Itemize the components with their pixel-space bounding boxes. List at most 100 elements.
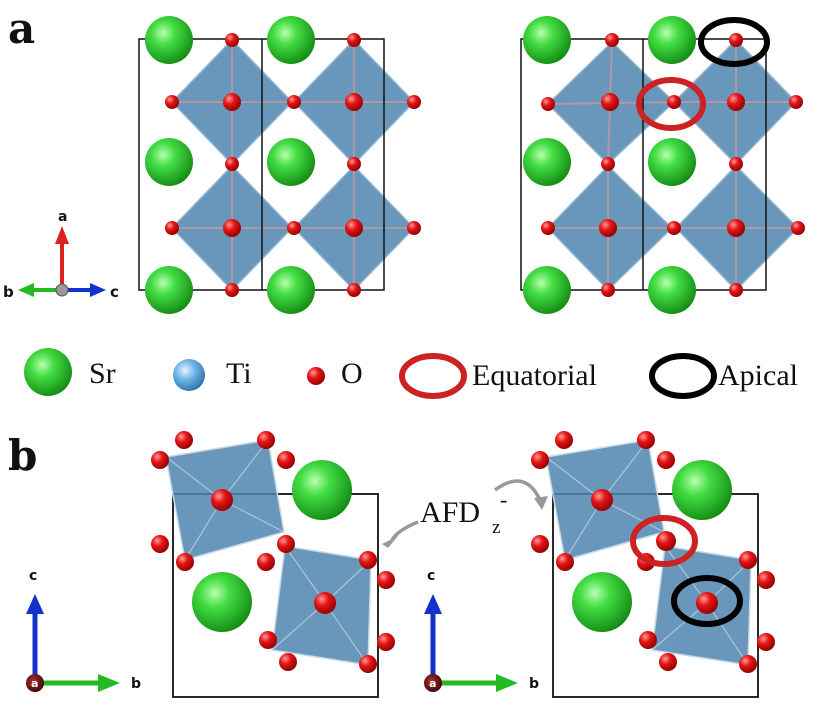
red-ring-icon xyxy=(399,353,467,399)
o-atom xyxy=(637,431,655,449)
o-atom xyxy=(165,95,179,109)
legend-label-apical: Apical xyxy=(718,359,798,392)
sr-atom xyxy=(292,460,352,520)
o-atom xyxy=(151,451,169,469)
panel-a-structure-left xyxy=(138,16,421,314)
o-atom xyxy=(345,219,363,237)
axis-label-b: b xyxy=(529,676,539,692)
o-atom xyxy=(151,535,169,553)
sr-atom xyxy=(523,16,571,64)
panel-b-structure-right xyxy=(531,431,775,698)
arrow-head-left xyxy=(382,536,398,548)
o-atom xyxy=(727,93,745,111)
o-atom xyxy=(407,221,421,235)
sr-atom xyxy=(523,266,571,314)
o-atom xyxy=(347,283,361,297)
o-atom xyxy=(639,631,657,649)
o-atom xyxy=(211,489,233,511)
sr-atom xyxy=(648,266,696,314)
afd-label-subscript: z xyxy=(492,517,500,538)
panel-a-label: a xyxy=(8,4,35,53)
o-atom xyxy=(659,653,677,671)
o-atom xyxy=(377,571,395,589)
o-atom xyxy=(279,653,297,671)
panel-b-axes-left: c a b xyxy=(26,568,141,692)
o-atom xyxy=(605,33,619,47)
o-atom xyxy=(739,551,757,569)
o-atom xyxy=(541,221,555,235)
arrow-head-right xyxy=(534,496,548,510)
o-atom xyxy=(531,451,549,469)
axis-label-a: a xyxy=(58,209,67,225)
o-atom xyxy=(789,95,803,109)
o-atom xyxy=(225,283,239,297)
o-atom xyxy=(359,551,377,569)
o-atom xyxy=(739,655,757,673)
sr-atom xyxy=(192,572,252,632)
o-atom xyxy=(757,633,775,651)
sr-atom xyxy=(267,138,315,186)
o-atom xyxy=(531,535,549,553)
o-atom xyxy=(287,95,301,109)
o-atom xyxy=(347,33,361,47)
o-atom xyxy=(259,631,277,649)
o-atom xyxy=(601,283,615,297)
legend-label-o: O xyxy=(341,357,363,390)
afd-label-superscript: - xyxy=(500,487,507,512)
afd-transition: AFD z - xyxy=(382,479,548,548)
oxygen-atoms xyxy=(165,33,421,297)
o-atom xyxy=(175,431,193,449)
black-ring-icon xyxy=(649,353,717,399)
o-atom xyxy=(347,157,361,171)
sr-atom xyxy=(145,266,193,314)
o-atom xyxy=(359,655,377,673)
o-atom xyxy=(757,571,775,589)
o-atom xyxy=(729,283,743,297)
o-atom xyxy=(601,157,615,171)
panel-b-axes-right: c a b xyxy=(424,568,539,692)
o-atom xyxy=(667,95,681,109)
sr-atom xyxy=(267,16,315,64)
legend-label-ti: Ti xyxy=(226,357,252,390)
o-atom xyxy=(791,221,805,235)
o-atom xyxy=(165,221,179,235)
panel-a-axes: a b c xyxy=(3,209,119,301)
o-atom xyxy=(556,553,574,571)
oxygen-atoms xyxy=(151,431,395,673)
sr-atom xyxy=(523,138,571,186)
axis-label-c: c xyxy=(427,568,435,584)
axis-label-b: b xyxy=(131,676,141,692)
sr-atom xyxy=(572,572,632,632)
equatorial-highlight-ring xyxy=(630,515,698,567)
axis-label-c: c xyxy=(29,568,37,584)
legend: Sr Ti O Equatorial Apical xyxy=(24,348,798,399)
o-atom xyxy=(696,592,718,614)
o-atom xyxy=(729,157,743,171)
o-atom xyxy=(729,33,743,47)
afd-label: AFD xyxy=(420,496,480,529)
o-atom xyxy=(667,221,681,235)
o-atom xyxy=(541,97,555,111)
o-atom xyxy=(407,95,421,109)
oxygen-atoms xyxy=(531,431,775,673)
o-atom xyxy=(277,451,295,469)
o-atom xyxy=(176,553,194,571)
o-atom xyxy=(225,33,239,47)
apical-highlight-ring xyxy=(698,17,770,67)
o-atom xyxy=(377,633,395,651)
ti-atom-icon xyxy=(173,359,205,391)
legend-label-sr: Sr xyxy=(89,357,116,390)
axis-label-c: c xyxy=(110,283,119,301)
sr-atom-icon xyxy=(24,348,72,396)
equatorial-highlight-ring xyxy=(636,77,706,131)
panel-b-structure-left xyxy=(151,431,395,698)
sr-atom xyxy=(648,138,696,186)
afd-label-base: AFD xyxy=(420,496,480,529)
o-atom xyxy=(257,431,275,449)
sr-atom xyxy=(145,138,193,186)
o-atom xyxy=(314,592,336,614)
o-atom xyxy=(591,489,613,511)
o-atom xyxy=(656,531,676,551)
sr-atom xyxy=(267,266,315,314)
axis-label-origin-a: a xyxy=(429,677,436,690)
